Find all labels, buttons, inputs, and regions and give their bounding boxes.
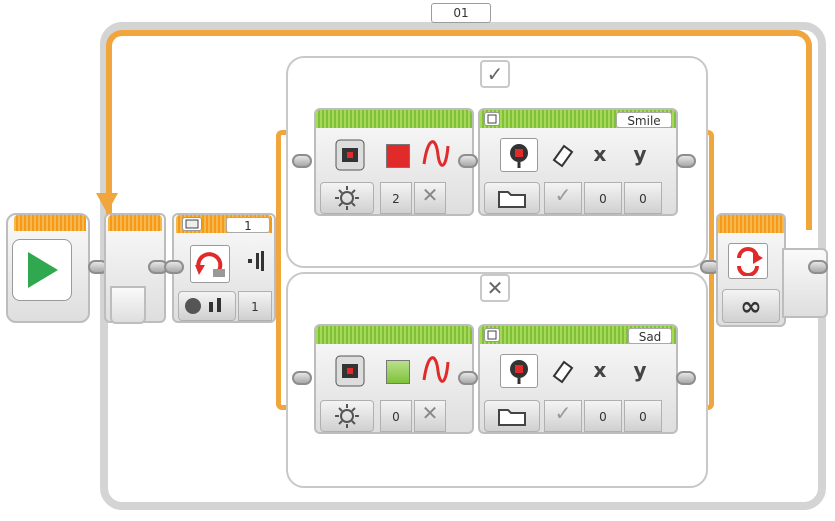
- switch-mode-glyph-icon: [185, 219, 199, 229]
- display-false-output-plug[interactable]: [676, 371, 696, 385]
- display-x-param-false[interactable]: 0: [584, 400, 622, 432]
- start-block[interactable]: [6, 213, 90, 323]
- switch-port-number[interactable]: 1: [226, 217, 270, 233]
- loop-start-tab: [110, 286, 146, 324]
- led-block-true-header: [316, 110, 472, 128]
- display-file-name-false[interactable]: Sad: [628, 328, 672, 344]
- display-file-param-false[interactable]: [484, 400, 540, 432]
- loop-repeat-icon: [737, 247, 763, 276]
- eraser-glyph-icon: [552, 360, 574, 384]
- pulse-wave-icon: [422, 140, 450, 167]
- display-y-param[interactable]: 0: [624, 182, 662, 214]
- led-pulse-param-false[interactable]: ✕: [414, 400, 446, 432]
- display-file-param[interactable]: [484, 182, 540, 214]
- display-screen-button-false[interactable]: [500, 354, 538, 388]
- loop-end-header: [718, 215, 784, 233]
- display-x-label-false: x: [593, 358, 607, 382]
- brick-icon: [335, 139, 365, 171]
- folder-icon: [498, 409, 526, 426]
- switch-mode-icon[interactable]: [182, 217, 202, 231]
- display-true-output-plug[interactable]: [676, 154, 696, 168]
- display-mode-icon[interactable]: [484, 112, 500, 126]
- led-brick-icon-false: [330, 352, 370, 390]
- loop-return-arrow-icon: [96, 193, 118, 213]
- switch-block[interactable]: 1 1: [172, 213, 276, 323]
- led-mode-param-false[interactable]: [320, 400, 374, 432]
- eraser-glyph-icon: [552, 144, 574, 168]
- display-y-label-false: y: [633, 358, 647, 382]
- display-y-label: y: [633, 142, 647, 166]
- compare-icon: [185, 298, 221, 314]
- led-false-input-plug[interactable]: [292, 371, 312, 385]
- led-true-input-plug[interactable]: [292, 154, 312, 168]
- clear-check-icon: ✓: [554, 183, 572, 207]
- pulse-wave-icon: [422, 356, 450, 383]
- play-icon: [28, 252, 58, 288]
- led-pulse-off-icon: ✕: [421, 183, 439, 207]
- led-pulse-icon-false: [420, 356, 450, 386]
- clear-check-icon: ✓: [554, 401, 572, 425]
- loop-sequence-wire: [106, 30, 812, 230]
- display-block-false[interactable]: Sad x y ✓ 0 0: [478, 324, 678, 434]
- led-color-swatch-false: [386, 360, 410, 384]
- loop-end-tab: [782, 248, 828, 318]
- logic-bars-icon: [248, 251, 264, 271]
- folder-icon: [498, 191, 526, 208]
- cross-icon: ✕: [486, 276, 504, 300]
- brick-screen-icon: [510, 360, 528, 384]
- led-color-swatch: [386, 144, 410, 168]
- display-mode-glyph-icon: [487, 330, 497, 340]
- display-x-param[interactable]: 0: [584, 182, 622, 214]
- loop-mode-button[interactable]: [728, 243, 768, 279]
- display-block-true[interactable]: Smile x y ✓ 0 0: [478, 108, 678, 216]
- display-y-param-false[interactable]: 0: [624, 400, 662, 432]
- led-false-output-plug[interactable]: [458, 371, 478, 385]
- display-screen-button[interactable]: [500, 138, 538, 172]
- loop-name-label[interactable]: 01: [431, 3, 491, 23]
- display-block-false-header: [480, 326, 676, 344]
- light-bulb-icon: [335, 186, 359, 210]
- display-clear-param[interactable]: ✓: [544, 182, 582, 214]
- compare-value[interactable]: 1: [238, 291, 272, 321]
- display-clear-param-false[interactable]: ✓: [544, 400, 582, 432]
- eraser-icon: [550, 142, 576, 168]
- loop-interrupt-icon: [195, 252, 225, 277]
- start-block-header: [14, 215, 86, 231]
- led-block-false-header: [316, 326, 472, 344]
- eraser-icon-false: [550, 358, 576, 384]
- loop-start-header: [108, 215, 162, 231]
- led-brick-icon: [330, 136, 370, 174]
- display-x-label: x: [593, 142, 607, 166]
- led-true-output-plug[interactable]: [458, 154, 478, 168]
- display-mode-icon-false[interactable]: [484, 328, 500, 342]
- light-bulb-icon: [335, 404, 359, 428]
- case-false-tab[interactable]: ✕: [480, 274, 510, 302]
- logic-output-icon: [246, 249, 266, 273]
- switch-left-bracket: [276, 130, 292, 410]
- case-true-tab[interactable]: ✓: [480, 60, 510, 88]
- loop-mode-param[interactable]: ∞: [722, 289, 780, 323]
- led-color-param[interactable]: 2: [380, 182, 412, 214]
- led-color-param-false[interactable]: 0: [380, 400, 412, 432]
- switch-input-plug[interactable]: [164, 260, 184, 274]
- led-pulse-param[interactable]: ✕: [414, 182, 446, 214]
- loop-end-output-plug[interactable]: [808, 260, 828, 274]
- led-mode-param[interactable]: [320, 182, 374, 214]
- led-block-true[interactable]: 2 ✕: [314, 108, 474, 216]
- start-button[interactable]: [12, 239, 72, 301]
- compare-param[interactable]: [178, 291, 236, 321]
- display-mode-glyph-icon: [487, 114, 497, 124]
- display-file-name-true[interactable]: Smile: [616, 112, 672, 128]
- brick-screen-icon: [510, 144, 528, 168]
- led-pulse-off-icon: ✕: [421, 401, 439, 425]
- loop-end-block[interactable]: ∞: [716, 213, 786, 327]
- brick-icon: [335, 355, 365, 387]
- led-block-false[interactable]: 0 ✕: [314, 324, 474, 434]
- loop-interrupt-button[interactable]: [190, 245, 230, 283]
- led-pulse-icon: [420, 140, 450, 170]
- check-icon: ✓: [486, 62, 504, 86]
